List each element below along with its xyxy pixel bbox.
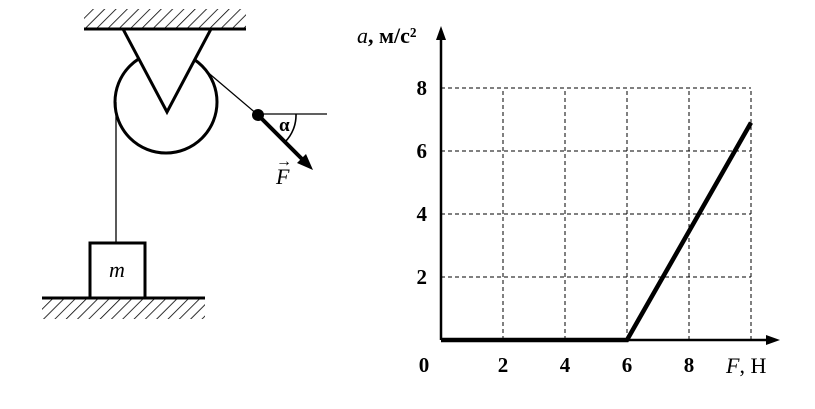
y-tick-label: 8 [417, 76, 428, 100]
mass-block [88, 241, 147, 300]
y-tick-label: 6 [417, 139, 428, 163]
x-axis-var: F [725, 353, 740, 378]
x-axis-label: F, Н [725, 353, 766, 378]
angle-arc [284, 113, 297, 143]
pulley-diagram: m α F → [42, 9, 327, 319]
y-axis-label: a, м/с² [357, 23, 417, 48]
angle-label: α [279, 115, 290, 136]
force-label: F [275, 164, 290, 189]
y-axis-var: a [357, 23, 368, 48]
ceiling-hatch [84, 9, 246, 29]
force-vector-arrowhead [297, 154, 313, 170]
acceleration-force-graph: 2 4 6 8 2 4 6 8 0 F, Н a, м/с² [357, 23, 780, 378]
y-tick-label: 4 [417, 202, 428, 226]
floor-hatch [42, 299, 205, 319]
rope-to-hand [204, 69, 259, 116]
x-tick-label: 4 [560, 353, 571, 377]
pulley-mount [120, 27, 214, 116]
x-tick-label: 8 [684, 353, 695, 377]
mass-label: m [109, 257, 125, 282]
y-axis-unit: , м/с² [368, 23, 417, 48]
axis-tick-labels: 2 4 6 8 2 4 6 8 [417, 76, 695, 377]
chart-grid [441, 87, 752, 340]
x-axis-arrowhead [766, 335, 780, 345]
y-axis-arrowhead [436, 26, 446, 40]
x-axis-unit: , Н [739, 353, 766, 378]
y-tick-label: 2 [417, 265, 428, 289]
x-tick-label: 2 [498, 353, 509, 377]
series-line [441, 121, 753, 343]
force-vector-arrow: → [276, 153, 292, 170]
origin-label: 0 [419, 353, 430, 377]
force-vector [256, 113, 305, 162]
x-tick-label: 6 [622, 353, 633, 377]
